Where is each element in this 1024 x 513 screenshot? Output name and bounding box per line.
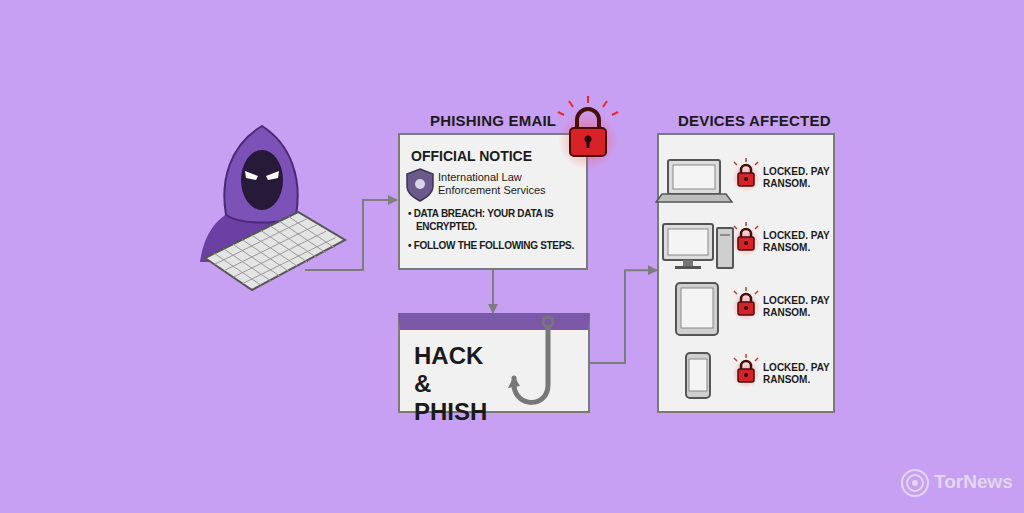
fish-hook (514, 327, 548, 402)
desktop-icon (683, 260, 693, 266)
keyboard-illustration (243, 238, 336, 284)
watermark-logo (907, 475, 923, 491)
device-padlocks (732, 287, 760, 321)
laptop-icon (656, 194, 732, 202)
box-heading: PHISHING EMAIL (430, 112, 556, 129)
device-padlocks (732, 158, 760, 388)
device-padlocks (732, 158, 760, 192)
ransom-note: LOCKED. PAY RANSOM. (763, 295, 835, 319)
watermark-text: TorNews (934, 471, 1013, 493)
alert-padlock (612, 112, 618, 115)
hacker-figure (266, 171, 279, 180)
keyboard-illustration (261, 230, 308, 262)
alert-padlock (558, 96, 618, 115)
hacker-figure (245, 171, 258, 180)
attack-arrow (305, 200, 397, 270)
bullet-text: • DATA BREACH: YOUR DATA IS ENCRYPTED. (408, 207, 592, 233)
flow-arrow (590, 270, 657, 363)
keyboard-illustration (205, 212, 345, 290)
keyboard-illustration (233, 231, 326, 277)
tablet-icon (676, 283, 718, 335)
keyboard-illustration (279, 221, 326, 253)
hacker-figure (200, 126, 308, 262)
ransom-note: LOCKED. PAY RANSOM. (763, 230, 835, 254)
desktop-icon (675, 266, 701, 269)
alert-padlock (569, 101, 573, 107)
hacker-figure (224, 126, 297, 223)
alert-padlock (570, 128, 606, 156)
police-badge (407, 169, 433, 201)
fish-hook (508, 376, 520, 388)
alert-padlock (585, 136, 592, 143)
box-heading: DEVICES AFFECTED (678, 112, 831, 129)
keyboard-illustration (289, 217, 336, 249)
ransom-note: LOCKED. PAY RANSOM. (763, 166, 835, 190)
keyboard-illustration (224, 249, 271, 281)
desktop-icon (720, 234, 730, 236)
laptop-icon (668, 160, 720, 194)
keyboard-illustration (214, 253, 261, 285)
fish-hook (508, 317, 553, 402)
phone-icon (689, 359, 707, 391)
keyboard-illustration (270, 226, 317, 258)
watermark-logo (912, 480, 918, 486)
keyboard-illustration (252, 235, 299, 267)
alert-padlock (603, 101, 607, 107)
bullet-text: • FOLLOW THE FOLLOWING STEPS. (408, 239, 594, 252)
keyboard-illustration (205, 212, 345, 290)
keyboard-illustration (214, 218, 307, 264)
alert-padlock (558, 112, 564, 115)
alert-padlock (558, 110, 618, 170)
email-title: OFFICIAL NOTICE (411, 148, 532, 164)
alert-padlock (587, 96, 589, 103)
keyboard-illustration (224, 225, 317, 271)
police-badge (407, 169, 433, 201)
hacker-figure (241, 150, 283, 210)
watermark-logo (902, 470, 928, 496)
device-padlocks (732, 222, 760, 256)
alert-padlock (577, 109, 599, 130)
alert-padlock (587, 140, 590, 148)
laptop-icon (673, 165, 715, 189)
ransom-note: LOCKED. PAY RANSOM. (763, 362, 835, 386)
device-padlocks (732, 354, 760, 388)
desktop-icon (663, 224, 713, 260)
flow-arrow (492, 270, 494, 313)
agency-name: International Law Enforcement Services (438, 171, 578, 197)
phone-icon (686, 353, 710, 398)
process-label: HACK & PHISH (414, 342, 506, 426)
laptop-icon (656, 160, 732, 202)
keyboard-illustration (214, 217, 335, 286)
keyboard-illustration (233, 244, 280, 276)
phone-icon (686, 353, 710, 398)
alert-padlock (558, 96, 618, 170)
police-badge (415, 179, 425, 189)
tablet-icon (676, 283, 718, 335)
desktop-icon (668, 229, 708, 255)
tablet-icon (681, 288, 713, 328)
email-box: PHISHING EMAILOFFICIAL NOTICEInternation… (398, 133, 588, 270)
keyboard-illustration (242, 240, 289, 272)
desktop-icon (717, 228, 733, 268)
desktop-icon (663, 224, 733, 269)
watermark-logo (902, 470, 928, 496)
devices-box: DEVICES AFFECTEDLOCKED. PAY RANSOM.LOCKE… (657, 133, 835, 413)
fish-hook (543, 317, 553, 327)
hacker-figure (200, 205, 308, 262)
process-box: HACK & PHISH (398, 313, 590, 413)
